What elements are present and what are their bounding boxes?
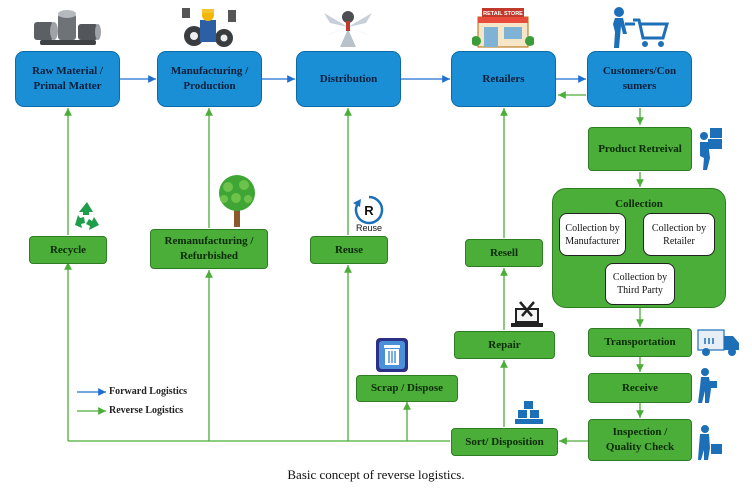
customers-label: Customers/Consumers [602, 65, 677, 92]
raw-material-box: Raw Material / Primal Matter [15, 51, 120, 107]
shopping-cart-icon [613, 7, 669, 48]
distribution-box: Distribution [296, 51, 401, 107]
recycle-box: Recycle [29, 236, 107, 264]
reuse-label: Reuse [334, 243, 364, 256]
green-tree-icon [219, 175, 255, 227]
delivery-truck-icon [697, 329, 739, 356]
recycle-label: Recycle [49, 243, 87, 256]
reuse-icon-letter: R [364, 203, 374, 218]
retail-store-sign: RETAIL STORE [483, 11, 523, 17]
repair-label: Repair [488, 338, 521, 351]
box-stack-icon [515, 401, 543, 424]
recycle-icon [75, 202, 99, 230]
sort-disposition-box: Sort/ Disposition [451, 428, 558, 456]
scrap-dispose-label: Scrap / Dispose [370, 382, 444, 395]
receive-label: Receive [621, 381, 659, 394]
resell-box: Resell [465, 239, 543, 267]
trash-bin-icon [376, 338, 408, 372]
resell-label: Resell [489, 246, 519, 259]
receive-worker-icon [698, 368, 717, 403]
legend-forward-label: Forward Logistics [109, 386, 188, 397]
inspection-label: Inspection / Quality Check [605, 426, 675, 453]
collection-by-retailer-label: Collection by Retailer [651, 222, 707, 247]
receive-box: Receive [588, 373, 692, 403]
repair-box: Repair [454, 331, 555, 359]
pipes-icon [34, 10, 101, 45]
transportation-box: Transportation [588, 328, 692, 357]
remanufacturing-box: Remanufacturing / Refurbished [150, 229, 268, 269]
factory-worker-icon [182, 8, 236, 47]
product-retreival-box: Product Retreival [588, 127, 692, 171]
customers-box: Customers/Consumers [587, 51, 692, 107]
collection-by-manufacturer: Collection by Manufacturer [559, 213, 626, 256]
collection-by-manufacturer-label: Collection by Manufacturer [565, 222, 620, 247]
manufacturing-label: Manufacturing / Production [170, 65, 249, 92]
collection-by-third-party-label: Collection by Third Party [612, 272, 668, 296]
raw-material-label: Raw Material / Primal Matter [32, 65, 103, 92]
collection-title: Collection [615, 198, 663, 210]
collection-by-retailer: Collection by Retailer [643, 213, 715, 256]
collection-box: Collection Collection by Manufacturer Co… [552, 188, 726, 308]
distribution-arrows-icon [322, 11, 374, 47]
sort-disposition-label: Sort/ Disposition [465, 435, 544, 448]
worker-boxes-icon [700, 128, 722, 170]
retailers-label: Retailers [482, 72, 525, 85]
reuse-box: Reuse [310, 236, 388, 264]
scrap-dispose-box: Scrap / Dispose [356, 375, 458, 402]
product-retreival-label: Product Retreival [598, 142, 682, 155]
transportation-label: Transportation [604, 336, 676, 349]
figure-caption: Basic concept of reverse logistics. [287, 467, 465, 482]
laptop-repair-icon [511, 301, 543, 327]
legend-reverse-label: Reverse Logistics [109, 405, 184, 416]
inspection-box: Inspection / Quality Check [588, 419, 692, 461]
inspection-worker-icon [698, 425, 722, 460]
manufacturing-box: Manufacturing / Production [157, 51, 262, 107]
retail-store-icon: RETAIL STORE [472, 8, 534, 48]
distribution-label: Distribution [319, 72, 378, 85]
reuse-icon-text: Reuse [356, 223, 382, 233]
remanufacturing-label: Remanufacturing / Refurbished [164, 235, 254, 262]
collection-by-third-party: Collection by Third Party [605, 263, 675, 305]
retailers-box: Retailers [451, 51, 556, 107]
reuse-icon: R Reuse [353, 195, 384, 233]
